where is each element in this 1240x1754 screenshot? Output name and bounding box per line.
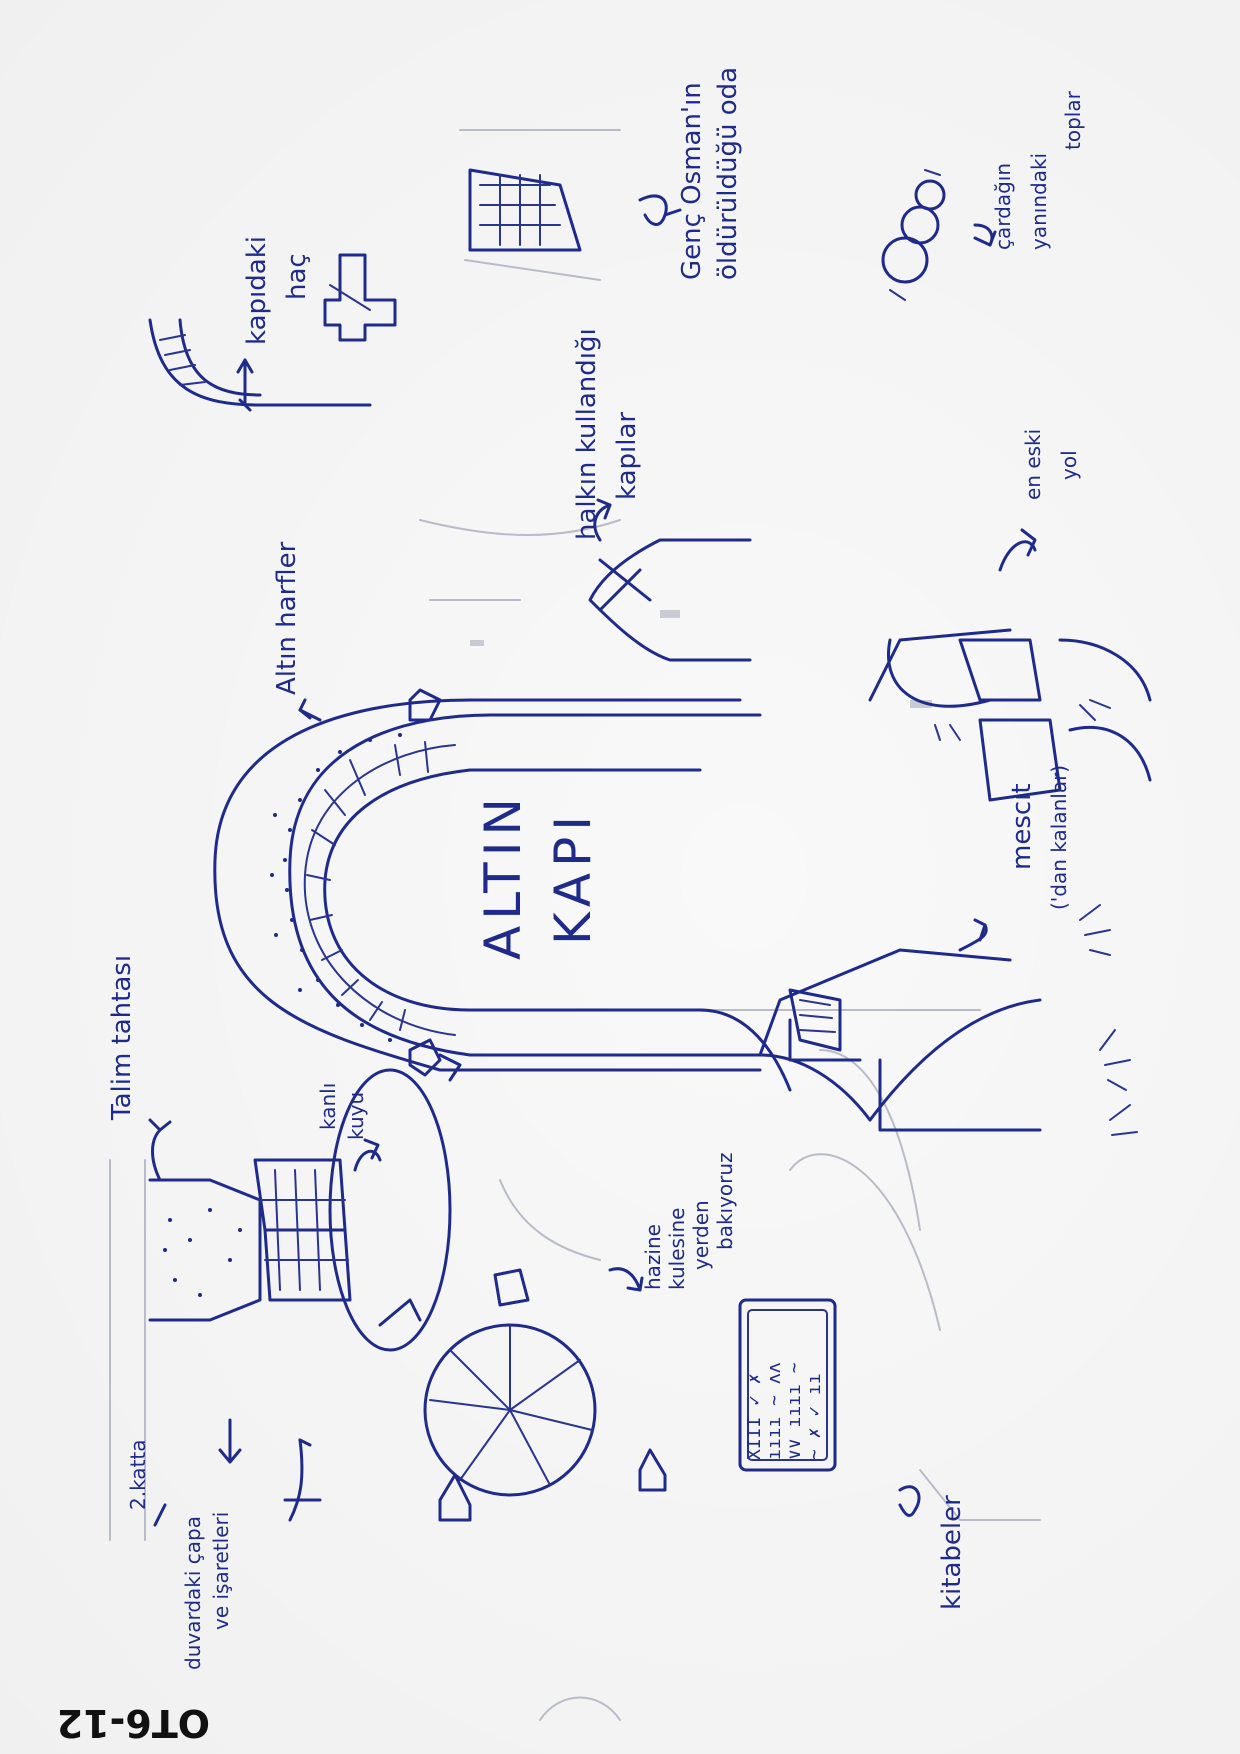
svg-text:halkın kullandığı: halkın kullandığı	[572, 328, 602, 540]
svg-text:bakıyoruz: bakıyoruz	[713, 1152, 737, 1250]
svg-text:kapılar: kapılar	[612, 412, 642, 500]
svg-text:kuyu: kuyu	[344, 1092, 368, 1140]
svg-text:kanlı: kanlı	[316, 1083, 340, 1130]
svg-text:en eski: en eski	[1021, 429, 1045, 500]
svg-text:kulesine: kulesine	[665, 1208, 689, 1290]
gate-title-line2: KAPI	[544, 810, 602, 945]
tablet-line-2: ıııı ~ ʌʌ	[764, 1362, 785, 1460]
mescit-ruins	[760, 630, 1150, 1135]
svg-text:çardağın: çardağın	[991, 163, 1015, 250]
svg-text:kitabeler: kitabeler	[937, 1495, 967, 1610]
label-mescit: mescit ('dan kalanlar)	[1007, 765, 1071, 910]
label-genc-osman: Genç Osman'ın öldürüldüğü oda	[677, 67, 743, 280]
tablet-line-3: ∨∨ ıııı ~	[784, 1362, 805, 1460]
svg-text:ve işaretleri: ve işaretleri	[209, 1512, 233, 1630]
svg-text:hazine: hazine	[641, 1224, 665, 1290]
svg-text:kapıdaki: kapıdaki	[242, 236, 272, 345]
label-ikinci-kat: 2.katta	[126, 1439, 150, 1510]
public-gate-sketch	[590, 540, 750, 660]
svg-text:Genç Osman'ın: Genç Osman'ın	[677, 82, 707, 280]
tablet-inscription: XIII ✓ ✗ ıııı ~ ʌʌ ∨∨ ıııı ~ ~ ✗ ✓ ıı	[744, 1362, 825, 1460]
hazine-kulesi-sketch	[380, 1270, 665, 1520]
door-cross-sketch	[150, 255, 395, 410]
svg-text:yanındaki: yanındaki	[1027, 153, 1051, 250]
svg-text:OT6-12: OT6-12	[57, 1701, 210, 1745]
svg-text:Altın harfler: Altın harfler	[272, 541, 302, 695]
anchor-sketch	[285, 1440, 320, 1520]
svg-text:2.katta: 2.katta	[126, 1439, 150, 1510]
label-kapidaki-hac: kapıdaki haç	[242, 236, 312, 345]
svg-text:yerden: yerden	[689, 1200, 713, 1270]
label-talim-tahtasi: Talim tahtası	[107, 955, 137, 1121]
label-kitabeler: kitabeler	[937, 1495, 967, 1610]
svg-text:yol: yol	[1057, 450, 1081, 480]
svg-text:öldürüldüğü oda: öldürüldüğü oda	[713, 67, 743, 280]
label-altin-harfler: Altın harfler	[272, 541, 302, 695]
label-hazine: hazine kulesine yerden bakıyoruz	[641, 1152, 737, 1290]
svg-text:haç: haç	[282, 253, 312, 300]
svg-text:('dan kalanlar): ('dan kalanlar)	[1047, 765, 1071, 910]
label-halkin-kapilar: halkın kullandığı kapılar	[572, 328, 642, 540]
gate-title-line1: ALTIN	[474, 792, 532, 960]
label-kanli-kuyu: kanlı kuyu	[316, 1083, 368, 1140]
svg-text:toplar: toplar	[1061, 90, 1085, 150]
cannonballs-sketch	[883, 170, 944, 300]
altin-kapi-arch	[215, 690, 870, 1120]
label-en-eski-yol: en eski yol	[1021, 429, 1081, 500]
label-duvar-capa: duvardaki çapa ve işaretleri	[181, 1512, 233, 1670]
sheet-code: OT6-12	[57, 1701, 210, 1745]
svg-text:duvardaki çapa: duvardaki çapa	[181, 1516, 205, 1670]
tablet-line-4: ~ ✗ ✓ ıı	[804, 1373, 825, 1460]
svg-text:mescit: mescit	[1007, 783, 1037, 870]
altin-kapi-title: ALTIN KAPI	[474, 792, 602, 960]
label-cardak-toplar: çardağın yanındaki toplar	[991, 90, 1085, 250]
svg-text:Talim tahtası: Talim tahtası	[107, 955, 137, 1121]
genc-osman-room-sketch	[460, 130, 620, 280]
tablet-line-1: XIII ✓ ✗	[744, 1373, 765, 1460]
